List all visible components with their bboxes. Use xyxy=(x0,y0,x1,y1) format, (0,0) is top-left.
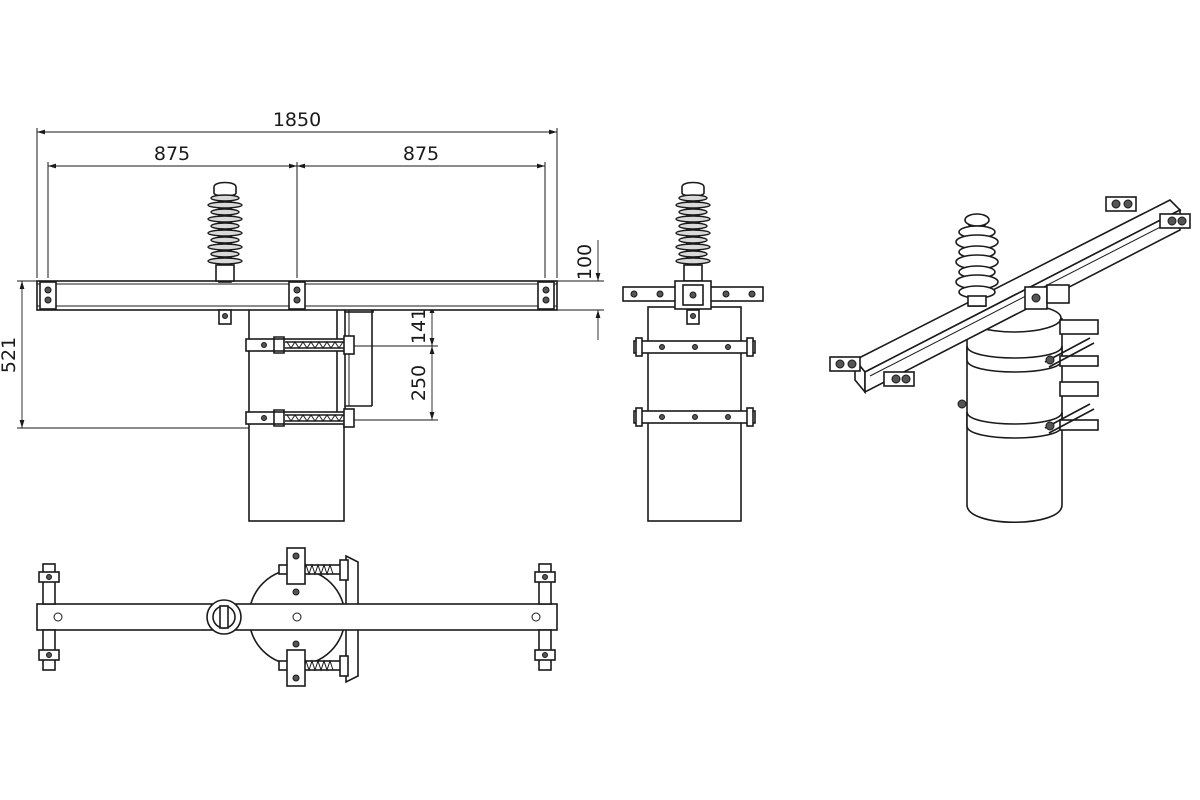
pole-band-upper-iso xyxy=(966,319,1099,373)
dim-label-beam-height: 100 xyxy=(574,244,596,280)
pole-iso xyxy=(966,303,1063,524)
beam-clamp-left xyxy=(39,281,57,310)
side-clamp-lower xyxy=(633,407,756,427)
dim-label-total-height: 521 xyxy=(0,337,20,373)
center-clamp-iso xyxy=(1024,284,1070,310)
dimension-total-height: 521 xyxy=(0,280,250,429)
dim-label-clamp-spacing: 250 xyxy=(408,365,430,401)
dim-label-half-width-left: 875 xyxy=(154,143,190,165)
end-clamp-left-iso xyxy=(829,356,915,387)
end-clamp-left xyxy=(38,563,60,671)
crossarm-front xyxy=(36,280,558,311)
insulator-side xyxy=(675,181,711,325)
pole-band-lower-iso xyxy=(957,381,1099,439)
pole-clamp-lower xyxy=(245,408,355,428)
dim-label-upper-offset: 141 xyxy=(408,308,430,344)
beam-clamp-center xyxy=(288,281,306,310)
insulator-top xyxy=(206,599,242,635)
front-view: 1850 875 875 100 521 xyxy=(0,109,604,522)
dim-label-half-width-right: 875 xyxy=(403,143,439,165)
top-clamp-rods-lower xyxy=(278,640,349,687)
beam-clamp-right xyxy=(537,281,555,310)
end-clamp-right xyxy=(534,563,556,671)
crossarm-side xyxy=(622,280,764,310)
end-clamp-right-iso xyxy=(1105,196,1191,229)
dim-label-overall-width: 1850 xyxy=(273,109,321,131)
mounting-bracket-front xyxy=(336,307,374,423)
dimension-overall-width: 1850 xyxy=(36,109,558,278)
dimension-beam-height: 100 xyxy=(557,240,604,340)
top-view xyxy=(36,547,558,687)
top-clamp-rods-upper xyxy=(278,547,349,596)
crossarm-top xyxy=(36,603,558,631)
insulator-front xyxy=(207,181,243,325)
pole-clamp-upper xyxy=(245,335,355,355)
side-view xyxy=(622,181,764,522)
insulator-iso xyxy=(955,213,999,307)
crossarm-iso xyxy=(853,199,1182,395)
dimension-clamp-offsets: 141 250 xyxy=(350,304,438,421)
isometric-view xyxy=(829,196,1191,524)
side-clamp-upper xyxy=(633,337,756,357)
dimension-half-widths: 875 875 xyxy=(47,143,546,278)
